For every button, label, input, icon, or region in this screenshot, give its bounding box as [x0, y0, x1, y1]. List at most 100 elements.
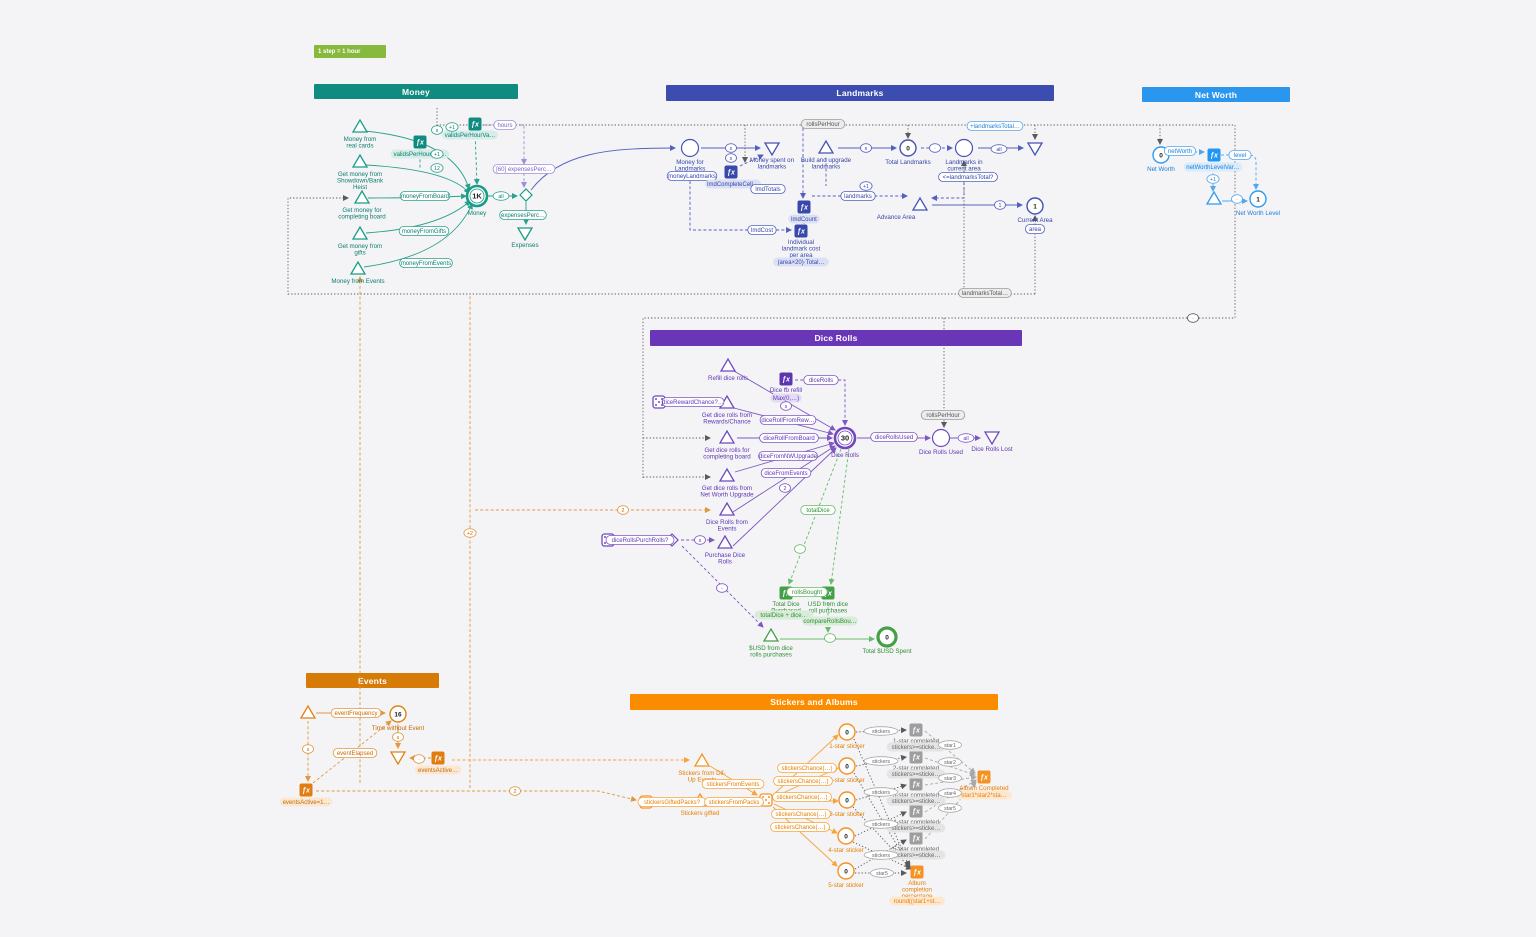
event-duration-fn-fx-icon: ƒx [434, 756, 443, 763]
gate-oval: star2 [938, 757, 962, 767]
expense-split-gate[interactable] [519, 188, 533, 202]
section-header-events[interactable]: Events [306, 673, 439, 688]
money-spent-landmarks-drain[interactable] [763, 142, 781, 157]
star4-sticker-stock-value: 0 [844, 833, 848, 840]
current-area-stock[interactable]: 1 [1026, 197, 1044, 215]
valids-var-fn[interactable]: ƒx [468, 117, 482, 131]
svg-text:diceRollFromBoard: diceRollFromBoard [763, 436, 814, 442]
svg-text:stickersChance(…): stickersChance(…) [777, 779, 828, 785]
money-from-real-cards-source[interactable] [351, 118, 369, 133]
section-header-landmarks[interactable]: Landmarks [666, 85, 1054, 101]
landmarks-drain[interactable] [1026, 142, 1044, 157]
event-duration-fn[interactable]: ƒx [431, 751, 445, 765]
star3-completed-fn-fx-icon: ƒx [912, 782, 921, 789]
dice-completing-board-source[interactable] [718, 429, 736, 444]
gate-oval: all [957, 433, 975, 443]
money-completing-board-source-label: Get money for [342, 207, 381, 214]
dice-rolls-stock[interactable]: 30 [833, 426, 857, 450]
stickers-from-events-source-label: Up Events [688, 776, 717, 783]
dice-from-events-source[interactable] [718, 501, 736, 516]
gate-oval: star1 [938, 740, 962, 750]
dice-completing-board-source-label: Get dice rolls for [704, 447, 749, 454]
star4-sticker-stock[interactable]: 0 [837, 827, 855, 845]
pill-label: eventsActive=1… [279, 797, 333, 807]
dice-networth-upgrade-source-label: Get dice rolls from [702, 485, 752, 492]
money-stock[interactable]: 1K [465, 184, 489, 208]
section-header-networth[interactable]: Net Worth [1142, 87, 1290, 102]
section-header-dice[interactable]: Dice Rolls [650, 330, 1022, 346]
advance-area-source[interactable] [911, 196, 929, 211]
total-usd-spent-stock[interactable]: 0 [876, 626, 898, 648]
expenses-drain-label: Expenses [511, 242, 538, 249]
pill-label: lmdTotals [750, 184, 786, 194]
total-landmarks-stock[interactable]: 0 [899, 139, 917, 157]
money-completing-board-source[interactable] [353, 189, 371, 204]
landmarks-current-area-pool[interactable] [954, 138, 974, 158]
legend-time-step[interactable]: 1 step = 1 hour [314, 45, 386, 58]
event-active-fn[interactable]: ƒx [299, 783, 313, 797]
money-from-showdown-source[interactable] [351, 153, 369, 168]
svg-text:diceRewardChance?…: diceRewardChance?… [662, 400, 724, 406]
pill-label: diceRollsPurchRolls? [605, 535, 675, 545]
star4-completed-fn[interactable]: ƒx [909, 804, 923, 818]
purchase-dice-rolls-source[interactable] [716, 534, 734, 549]
section-header-stickers[interactable]: Stickers and Albums [630, 694, 998, 710]
star3-completed-fn[interactable]: ƒx [909, 777, 923, 791]
event-frequency-source[interactable] [299, 704, 317, 719]
album-completion-pct-fn[interactable]: ƒx [910, 865, 924, 879]
time-without-event-stock[interactable]: 16 [389, 705, 407, 723]
usd-dice-purchases-source[interactable] [762, 627, 780, 642]
star2-completed-fn-label: 2-star completed [893, 765, 940, 772]
album-completed-fn[interactable]: ƒx [977, 770, 991, 784]
star5-completed-fn[interactable]: ƒx [909, 831, 923, 845]
star1-sticker-stock[interactable]: 0 [838, 723, 856, 741]
refill-dice-rolls-source[interactable] [719, 357, 737, 372]
section-header-money[interactable]: Money [314, 84, 518, 99]
svg-text:stickersFromPacks: stickersFromPacks [709, 800, 760, 806]
svg-text:s: s [730, 156, 733, 162]
star2-sticker-stock[interactable]: 0 [838, 757, 856, 775]
gate-oval: +1 [859, 181, 873, 191]
edge [1249, 154, 1259, 190]
pill-label: moneyFromBoard [399, 191, 451, 201]
edge [365, 200, 471, 234]
individual-landmark-cost-fn-label: Individual [788, 239, 814, 246]
dice-to-refill-fn[interactable]: ƒx [779, 372, 793, 386]
net-worth-level-fn[interactable]: ƒx [1207, 148, 1221, 162]
money-from-events-source-label: Money from Events [331, 278, 384, 285]
pill-label: stickersChance(…) [777, 763, 837, 773]
valids-rate-fn[interactable]: ƒx [413, 135, 427, 149]
star1-completed-fn-fx-icon: ƒx [912, 728, 921, 735]
dice-networth-upgrade-source[interactable] [718, 467, 736, 482]
net-worth-level-stock[interactable]: 1 [1249, 190, 1267, 208]
star5-sticker-stock[interactable]: 0 [837, 862, 855, 880]
svg-text:stickers: stickers [872, 822, 890, 828]
landmark-count-fn[interactable]: ƒx [797, 200, 811, 214]
edge [473, 130, 480, 185]
star1-completed-fn[interactable]: ƒx [909, 723, 923, 737]
money-from-gifts-source[interactable] [351, 225, 369, 240]
dice-rolls-lost-drain[interactable] [983, 431, 1001, 446]
gate-oval: · [824, 633, 836, 643]
svg-text:·: · [1192, 316, 1194, 322]
star2-completed-fn[interactable]: ƒx [909, 750, 923, 764]
svg-text:2: 2 [784, 486, 787, 492]
svg-text:all: all [963, 436, 968, 442]
money-for-landmarks-pool-label: Landmarks [675, 165, 706, 172]
star3-sticker-stock[interactable]: 0 [838, 791, 856, 809]
money-from-events-source[interactable] [349, 260, 367, 275]
money-for-landmarks-pool[interactable] [680, 138, 700, 158]
pill-label: <=landmarksTotal? [938, 172, 998, 182]
lmd-complete-fn[interactable]: ƒx [724, 165, 738, 179]
dice-rolls-used-pool[interactable] [931, 428, 951, 448]
build-upgrade-landmarks-source[interactable] [817, 139, 835, 154]
individual-landmark-cost-fn-label: landmark cost [782, 245, 821, 252]
net-worth-level-source[interactable] [1205, 190, 1223, 205]
event-time-drain[interactable] [389, 751, 407, 766]
individual-landmark-cost-fn[interactable]: ƒx [794, 224, 808, 238]
pill-label: stickersGiftedPacks? [637, 797, 707, 807]
stickers-from-events-source[interactable] [693, 752, 711, 767]
build-upgrade-landmarks-source-label: Build and upgrade [801, 157, 852, 164]
expenses-drain[interactable] [516, 227, 534, 242]
